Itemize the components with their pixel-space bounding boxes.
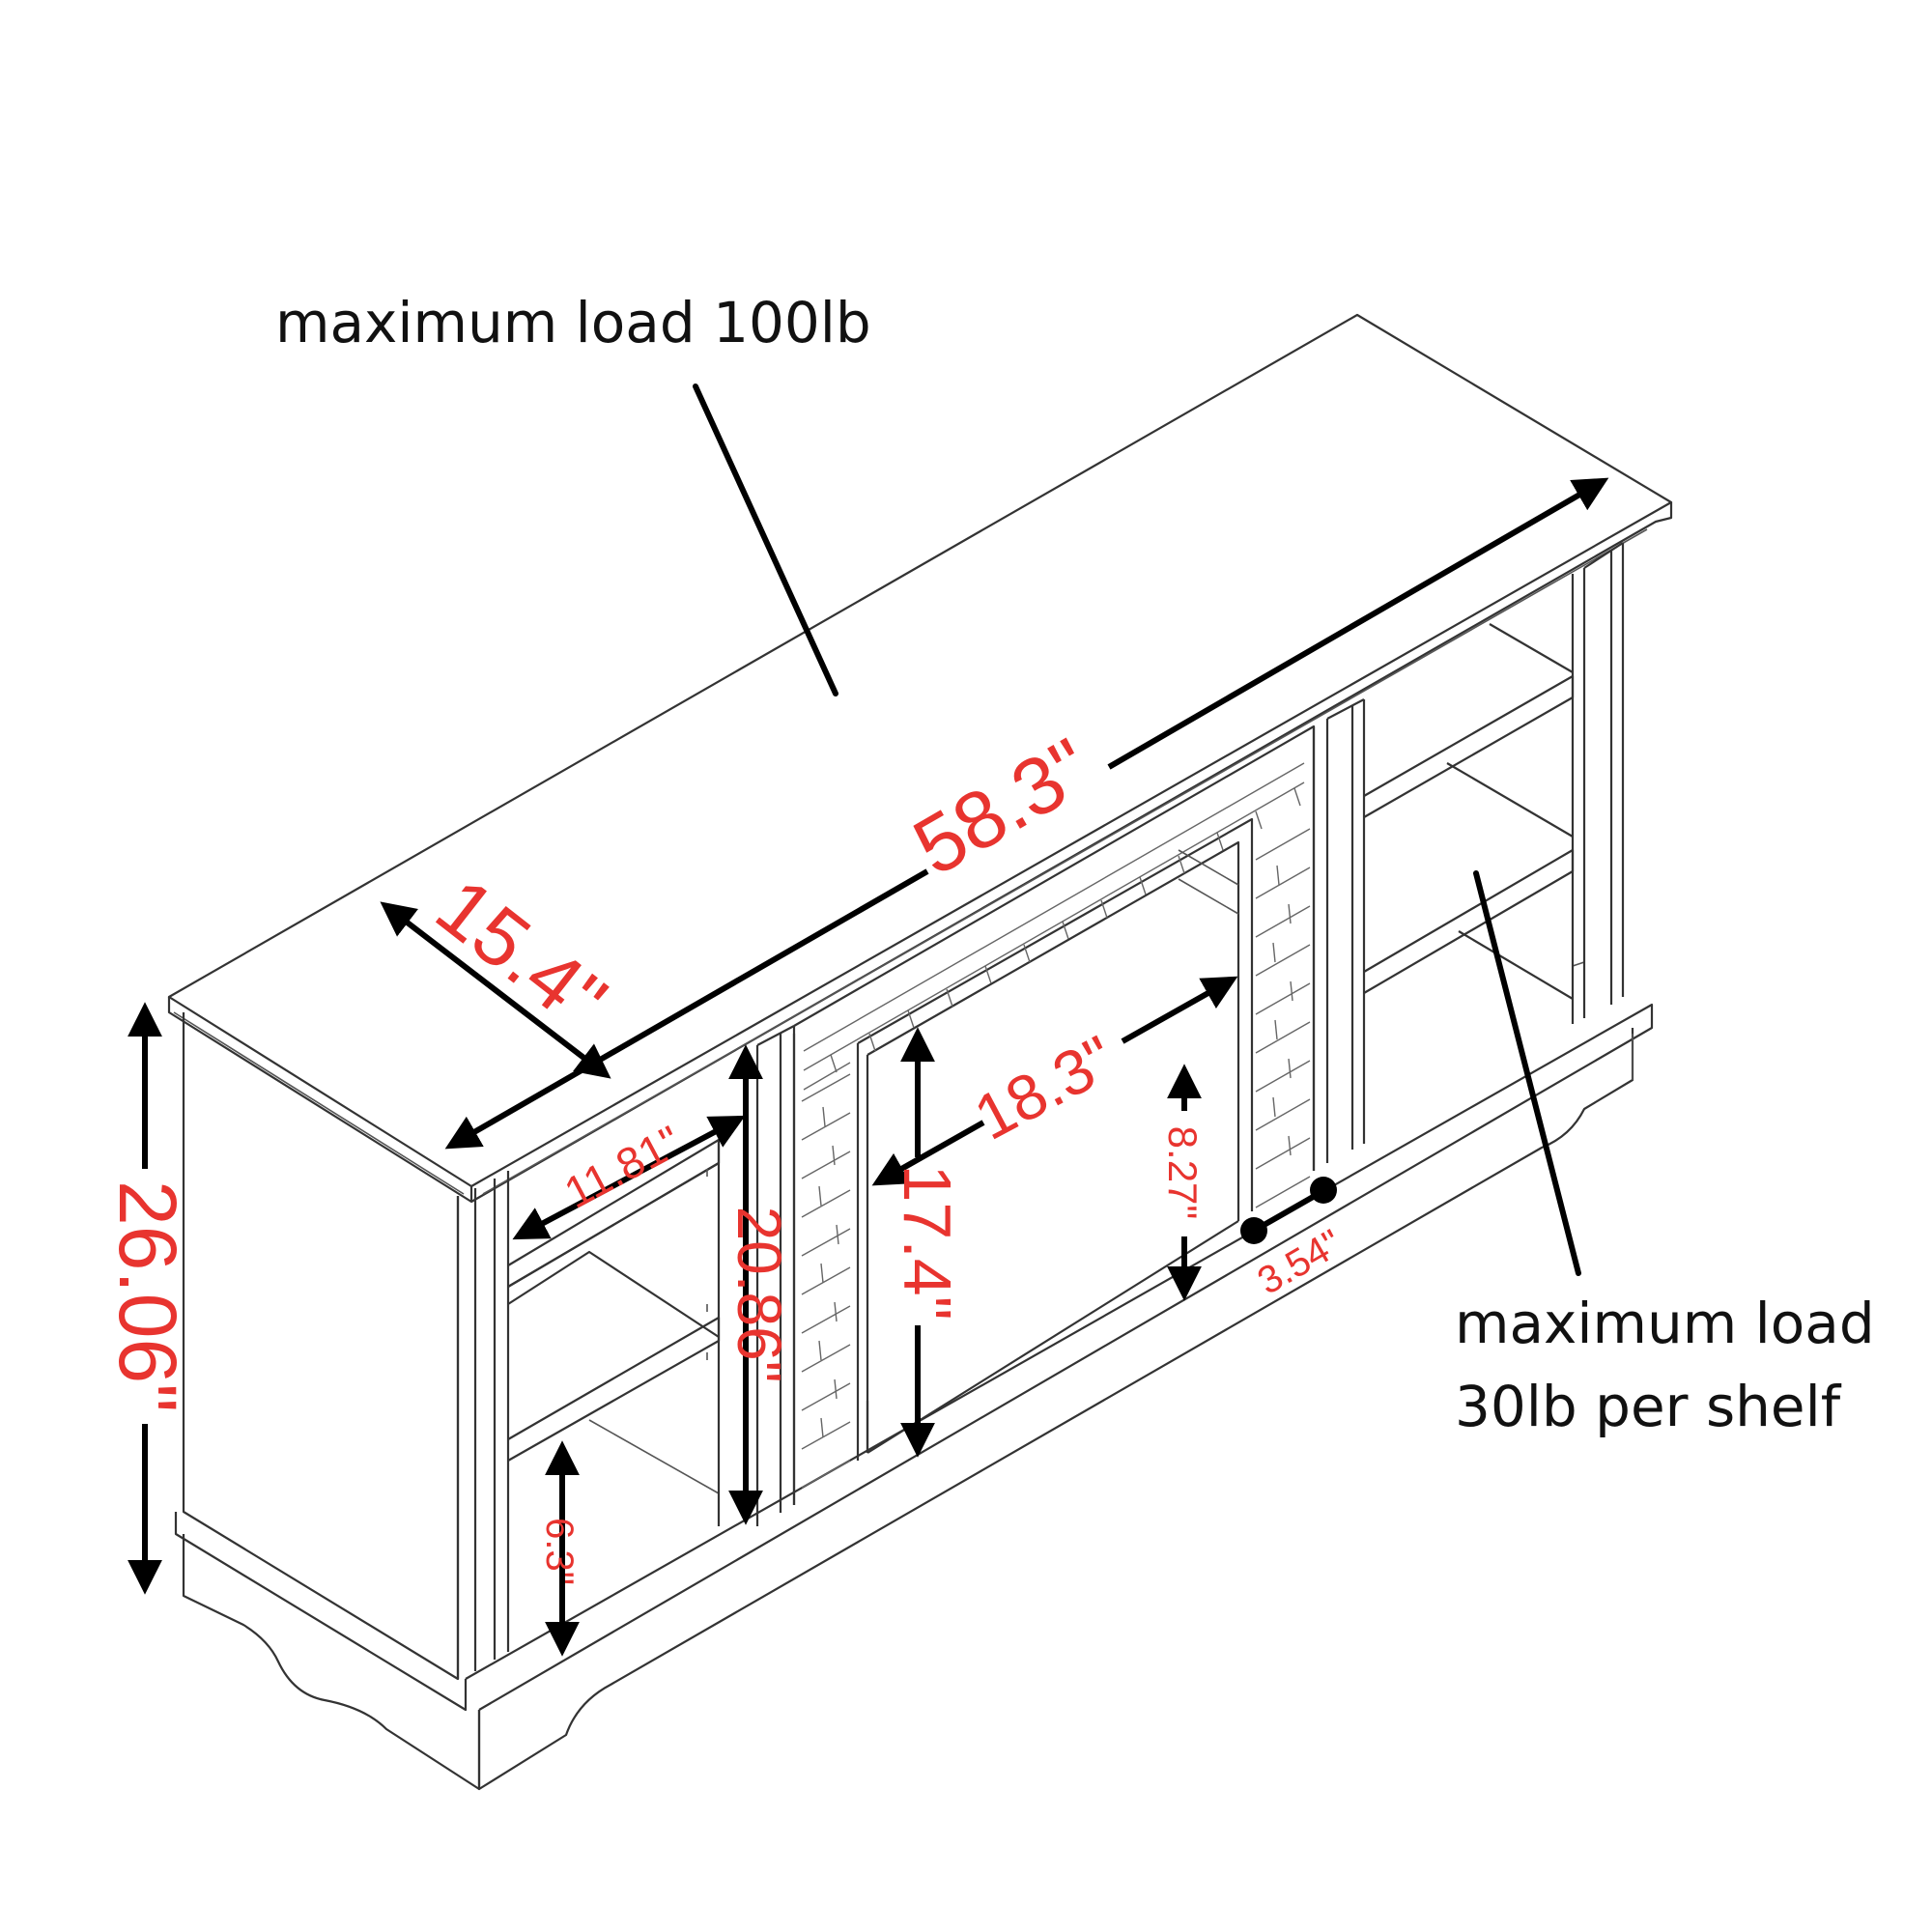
front-base-rail <box>465 1003 1654 1711</box>
fireplace-width-arrow-left <box>871 1120 985 1186</box>
fireplace-width-label: 18.3" <box>963 1021 1126 1153</box>
width-label: 58.3" <box>898 721 1105 893</box>
side-opening-height-label: 20.86" <box>724 1207 794 1383</box>
post-gap-dot-left <box>1240 1217 1267 1244</box>
fireplace-width-arrow-right <box>1121 976 1238 1044</box>
left-base-foot <box>182 1534 481 1791</box>
right-end-post <box>1571 543 1625 1024</box>
shelf-load-pointer <box>1473 870 1581 1276</box>
shelf-load-label-line2: 30lb per shelf <box>1455 1374 1842 1439</box>
shelf-depth-arrow <box>512 1115 746 1240</box>
post-gap-dot-right <box>1310 1177 1337 1204</box>
top-load-label: maximum load 100lb <box>275 290 871 355</box>
left-front-post <box>456 1171 510 1679</box>
top-load-pointer <box>693 384 838 696</box>
shelf-load-label-line1: maximum load <box>1455 1291 1875 1356</box>
dimension-arrows <box>128 477 1609 1657</box>
right-compartment <box>1363 623 1585 1000</box>
depth-arrow <box>380 901 611 1079</box>
left-side-panel <box>182 1012 460 1681</box>
side-shelf-depth-label: 11.81" <box>556 1116 689 1218</box>
width-arrow-upper <box>1107 477 1609 770</box>
bottom-shelf-height-label: 6.3" <box>538 1518 581 1585</box>
depth-label: 15.4" <box>420 861 623 1047</box>
height-label: 26.06" <box>102 1180 193 1412</box>
right-divider-post <box>1312 699 1366 1171</box>
fireplace-height-label: 17.4" <box>890 1164 965 1320</box>
width-arrow-lower <box>444 868 929 1150</box>
fireplace-side-height-label: 8.27" <box>1160 1126 1206 1220</box>
